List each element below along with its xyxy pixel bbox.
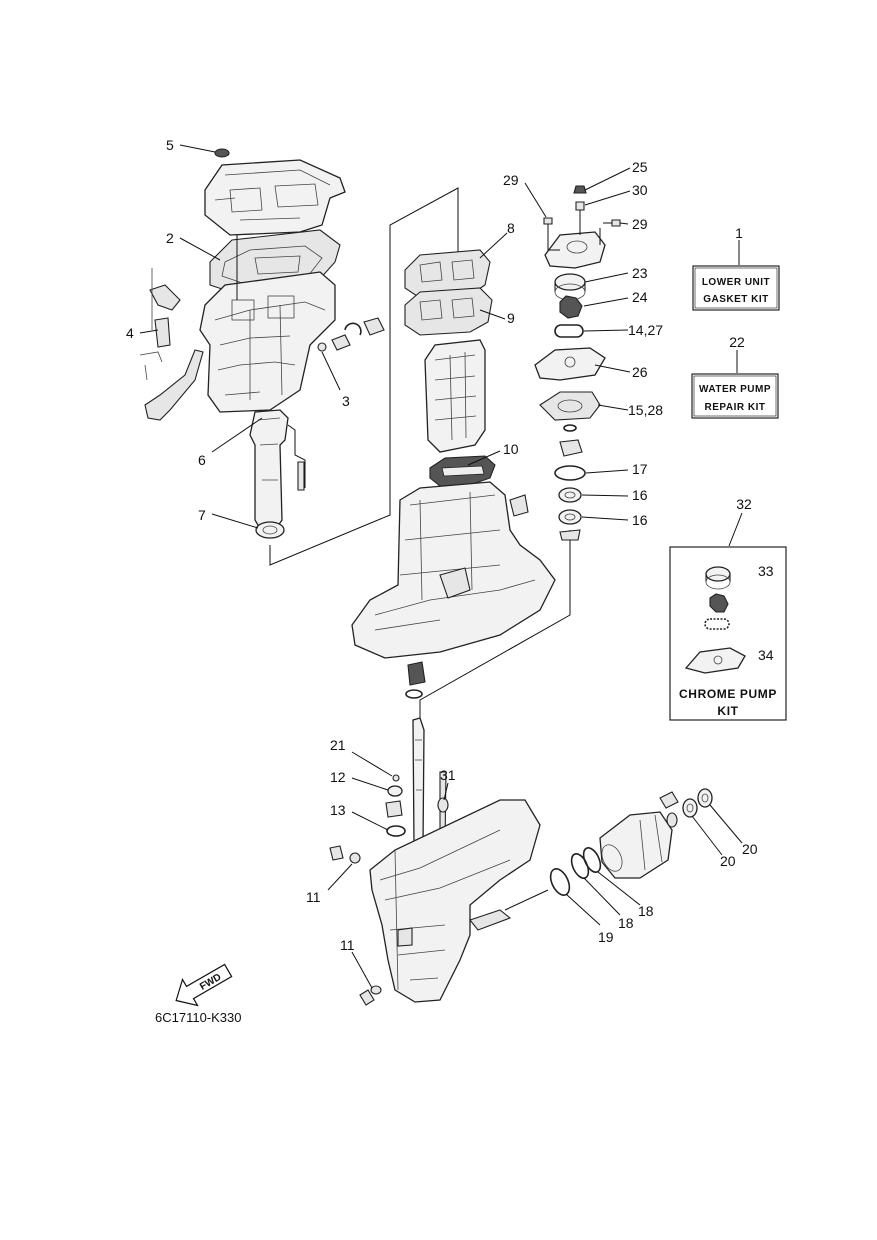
part-7-seal (255, 521, 285, 539)
callout-2: 2 (166, 230, 174, 246)
pump-gasket-oring (554, 324, 584, 338)
pump-impeller (559, 295, 583, 319)
exhaust-guide (249, 409, 289, 533)
callout-11-upper: 11 (306, 889, 321, 905)
callout-33: 33 (758, 563, 774, 579)
oring-18-b (582, 847, 602, 873)
callout-30: 30 (632, 182, 648, 198)
lower-unit-gasket-kit-box: LOWER UNIT GASKET KIT (692, 265, 780, 311)
callout-26: 26 (632, 364, 648, 380)
upper-casing-body (199, 271, 336, 413)
exhaust-manifold (424, 339, 486, 453)
lower-unit-group (329, 717, 541, 1006)
callout-9: 9 (507, 310, 515, 326)
oring-17 (554, 465, 586, 481)
chrome-pump-kit-line1: CHROME PUMP (679, 687, 777, 701)
oring-19 (549, 868, 571, 896)
callout-3: 3 (342, 393, 350, 409)
callout-24: 24 (632, 289, 648, 305)
callout-19: 19 (598, 929, 614, 945)
callout-29-right: 29 (632, 216, 648, 232)
gaskets-8-9 (404, 249, 493, 336)
bearing-housing (599, 811, 673, 879)
water-pump-stack (534, 185, 621, 541)
callout-31: 31 (440, 767, 456, 783)
callout-5: 5 (166, 137, 174, 153)
pump-insert (554, 273, 586, 291)
lower-case (369, 799, 541, 1003)
chrome-pump-kit-box: CHROME PUMP KIT (669, 546, 787, 721)
callout-20-b: 20 (742, 841, 758, 857)
drive-shaft (412, 717, 425, 847)
callout-16-b: 16 (632, 512, 648, 528)
seal-16-b (558, 509, 582, 525)
gasket-8 (404, 249, 491, 299)
callout-7: 7 (198, 507, 206, 523)
driveshaft-housing-group (351, 481, 556, 699)
lower-unit-gasket-kit-line2: GASKET KIT (703, 294, 769, 305)
shift-linkage (144, 284, 204, 421)
callout-34: 34 (758, 647, 774, 663)
callout-12: 12 (330, 769, 346, 785)
callout-18-b: 18 (638, 903, 654, 919)
callout-4: 4 (126, 325, 134, 341)
upper-casing-group (139, 148, 385, 421)
callout-10: 10 (503, 441, 519, 457)
assembly-lines (236, 187, 571, 720)
chrome-pump-kit-line2: KIT (717, 704, 738, 718)
exhaust-guide-group (249, 409, 306, 539)
upper-cover-plate (204, 159, 346, 236)
callout-8: 8 (507, 220, 515, 236)
callout-15-28: 15,28 (628, 402, 663, 418)
callout-20-a: 20 (720, 853, 736, 869)
pump-base-gasket (539, 391, 601, 421)
leader-lines (139, 144, 756, 989)
water-pump-repair-kit-line1: WATER PUMP (699, 384, 771, 395)
diagram-code: 6C17110-K330 (155, 1010, 242, 1025)
callout-32: 32 (736, 496, 752, 512)
callout-23: 23 (632, 265, 648, 281)
water-pump-repair-kit-line2: REPAIR KIT (705, 402, 766, 413)
callout-29-left: 29 (503, 172, 519, 188)
pump-housing (544, 231, 606, 269)
gasket-9 (404, 287, 493, 336)
callout-16-a: 16 (632, 487, 648, 503)
callout-18-a: 18 (618, 915, 634, 931)
lower-unit-gasket-kit-line1: LOWER UNIT (702, 277, 770, 288)
exhaust-manifold-group (424, 339, 486, 453)
callout-11-lower: 11 (340, 937, 355, 953)
gearcase-seals (504, 788, 713, 911)
water-pump-repair-kit-box: WATER PUMP REPAIR KIT (691, 373, 779, 419)
fwd-arrow-icon (175, 963, 233, 1007)
seal-16-a (558, 487, 582, 503)
callout-13: 13 (330, 802, 346, 818)
callout-14-27: 14,27 (628, 322, 663, 338)
callouts: 5 2 4 3 6 7 8 9 10 29 25 30 29 23 24 14,… (126, 137, 758, 953)
fwd-arrow: FWD (175, 963, 233, 1007)
callout-21: 21 (330, 737, 346, 753)
callout-25: 25 (632, 159, 648, 175)
part-5-washer (214, 148, 230, 158)
callout-1: 1 (735, 225, 743, 241)
fwd-label: FWD (198, 972, 223, 993)
callout-22: 22 (729, 334, 745, 350)
callout-6: 6 (198, 452, 206, 468)
callout-17: 17 (632, 461, 648, 477)
pump-outer-plate (534, 347, 606, 381)
